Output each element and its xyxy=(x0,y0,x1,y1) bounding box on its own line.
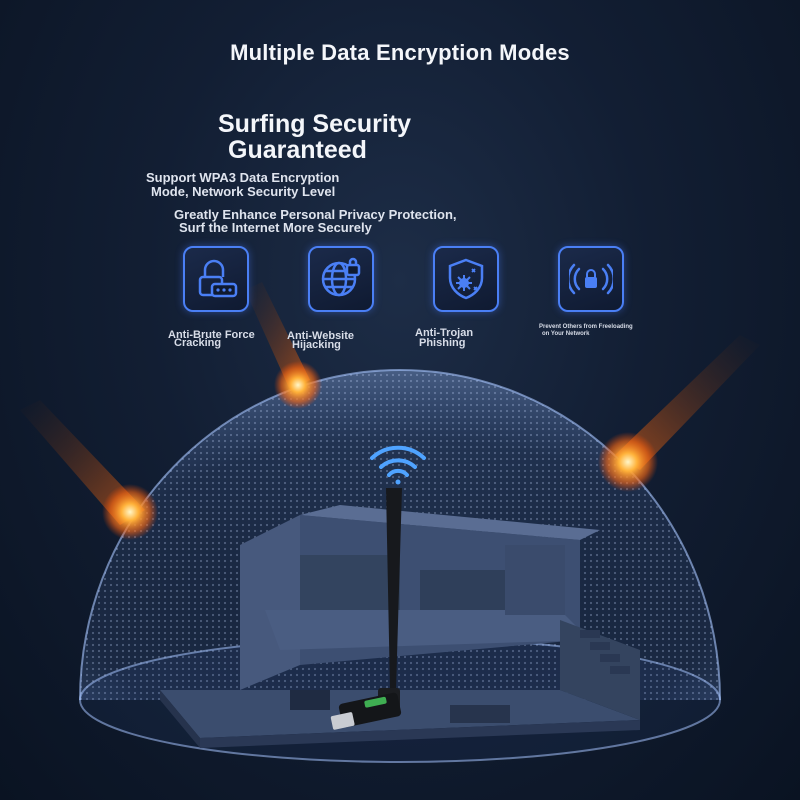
house-model xyxy=(160,505,640,748)
globe-lock-icon xyxy=(308,246,374,312)
subtext-line-1: Support WPA3 Data Encryption xyxy=(146,170,340,185)
subtext-line-4: Surf the Internet More Securely xyxy=(179,220,372,235)
feature-label-1-line-1: Anti-Brute Force xyxy=(168,329,255,341)
fireball-center xyxy=(245,282,322,409)
feature-label-2-line-2: Hijacking xyxy=(292,339,341,351)
feature-label-1-line-2: Cracking xyxy=(174,337,222,349)
feature-label-3-line-1: Anti-Trojan xyxy=(415,327,474,339)
shield-virus-icon xyxy=(433,246,499,312)
fireball-right xyxy=(598,335,760,492)
subtext-line-2: Mode, Network Security Level xyxy=(151,184,336,199)
subtext-line-3: Greatly Enhance Personal Privacy Protect… xyxy=(174,207,457,222)
lock-password-icon xyxy=(183,246,249,312)
wifi-adapter xyxy=(330,488,402,730)
wifi-lock-icon xyxy=(558,246,624,312)
page-title: Multiple Data Encryption Modes xyxy=(230,40,570,65)
fireball-left xyxy=(20,400,158,540)
headline-line-2: Guaranteed xyxy=(228,136,367,164)
feature-label-3-line-2: Phishing xyxy=(419,337,466,349)
feature-label-4-line-2: on Your Network xyxy=(542,331,590,337)
wifi-signal-icon xyxy=(370,445,426,485)
headline-line-1: Surfing Security xyxy=(218,110,412,138)
feature-label-2-line-1: Anti-Website xyxy=(287,330,355,342)
feature-label-4-line-1: Prevent Others from Freeloading xyxy=(539,324,633,330)
